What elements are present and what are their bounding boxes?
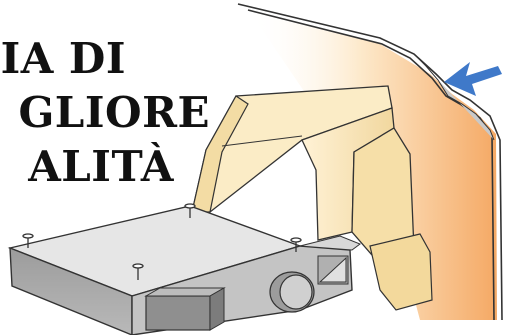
vent-icon (318, 256, 348, 284)
front-panel (146, 296, 210, 330)
air-conditioner-unit (10, 204, 360, 335)
control-knob-icon (270, 272, 314, 312)
